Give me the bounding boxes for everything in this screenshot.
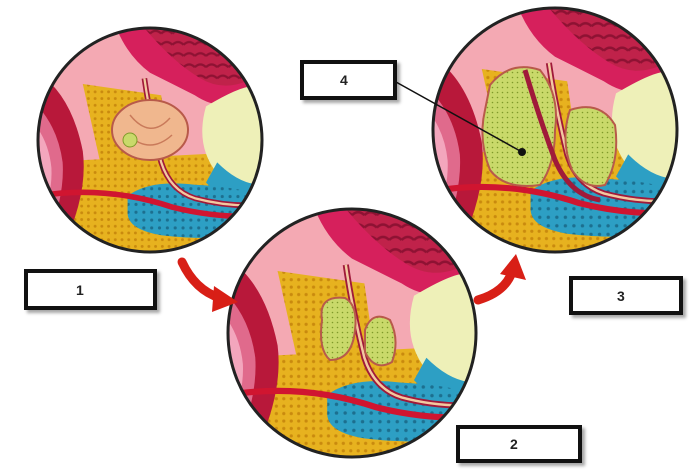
label-box-4[interactable]: 4	[300, 60, 397, 100]
arrow-2-to-3	[478, 254, 526, 300]
label-2-text: 2	[510, 436, 518, 452]
label-box-2[interactable]: 2	[456, 425, 582, 463]
label-1-text: 1	[76, 282, 84, 298]
label-box-3[interactable]: 3	[569, 276, 683, 315]
label-4-pointer-dot	[518, 148, 526, 156]
arrow-1-to-2	[182, 262, 238, 312]
label-3-text: 3	[617, 288, 625, 304]
label-box-1[interactable]: 1	[24, 269, 157, 310]
panel-stage-2	[228, 209, 476, 457]
panel-stage-3	[433, 8, 677, 252]
label-4-text: 4	[340, 72, 348, 88]
panel-stage-1	[38, 28, 262, 252]
